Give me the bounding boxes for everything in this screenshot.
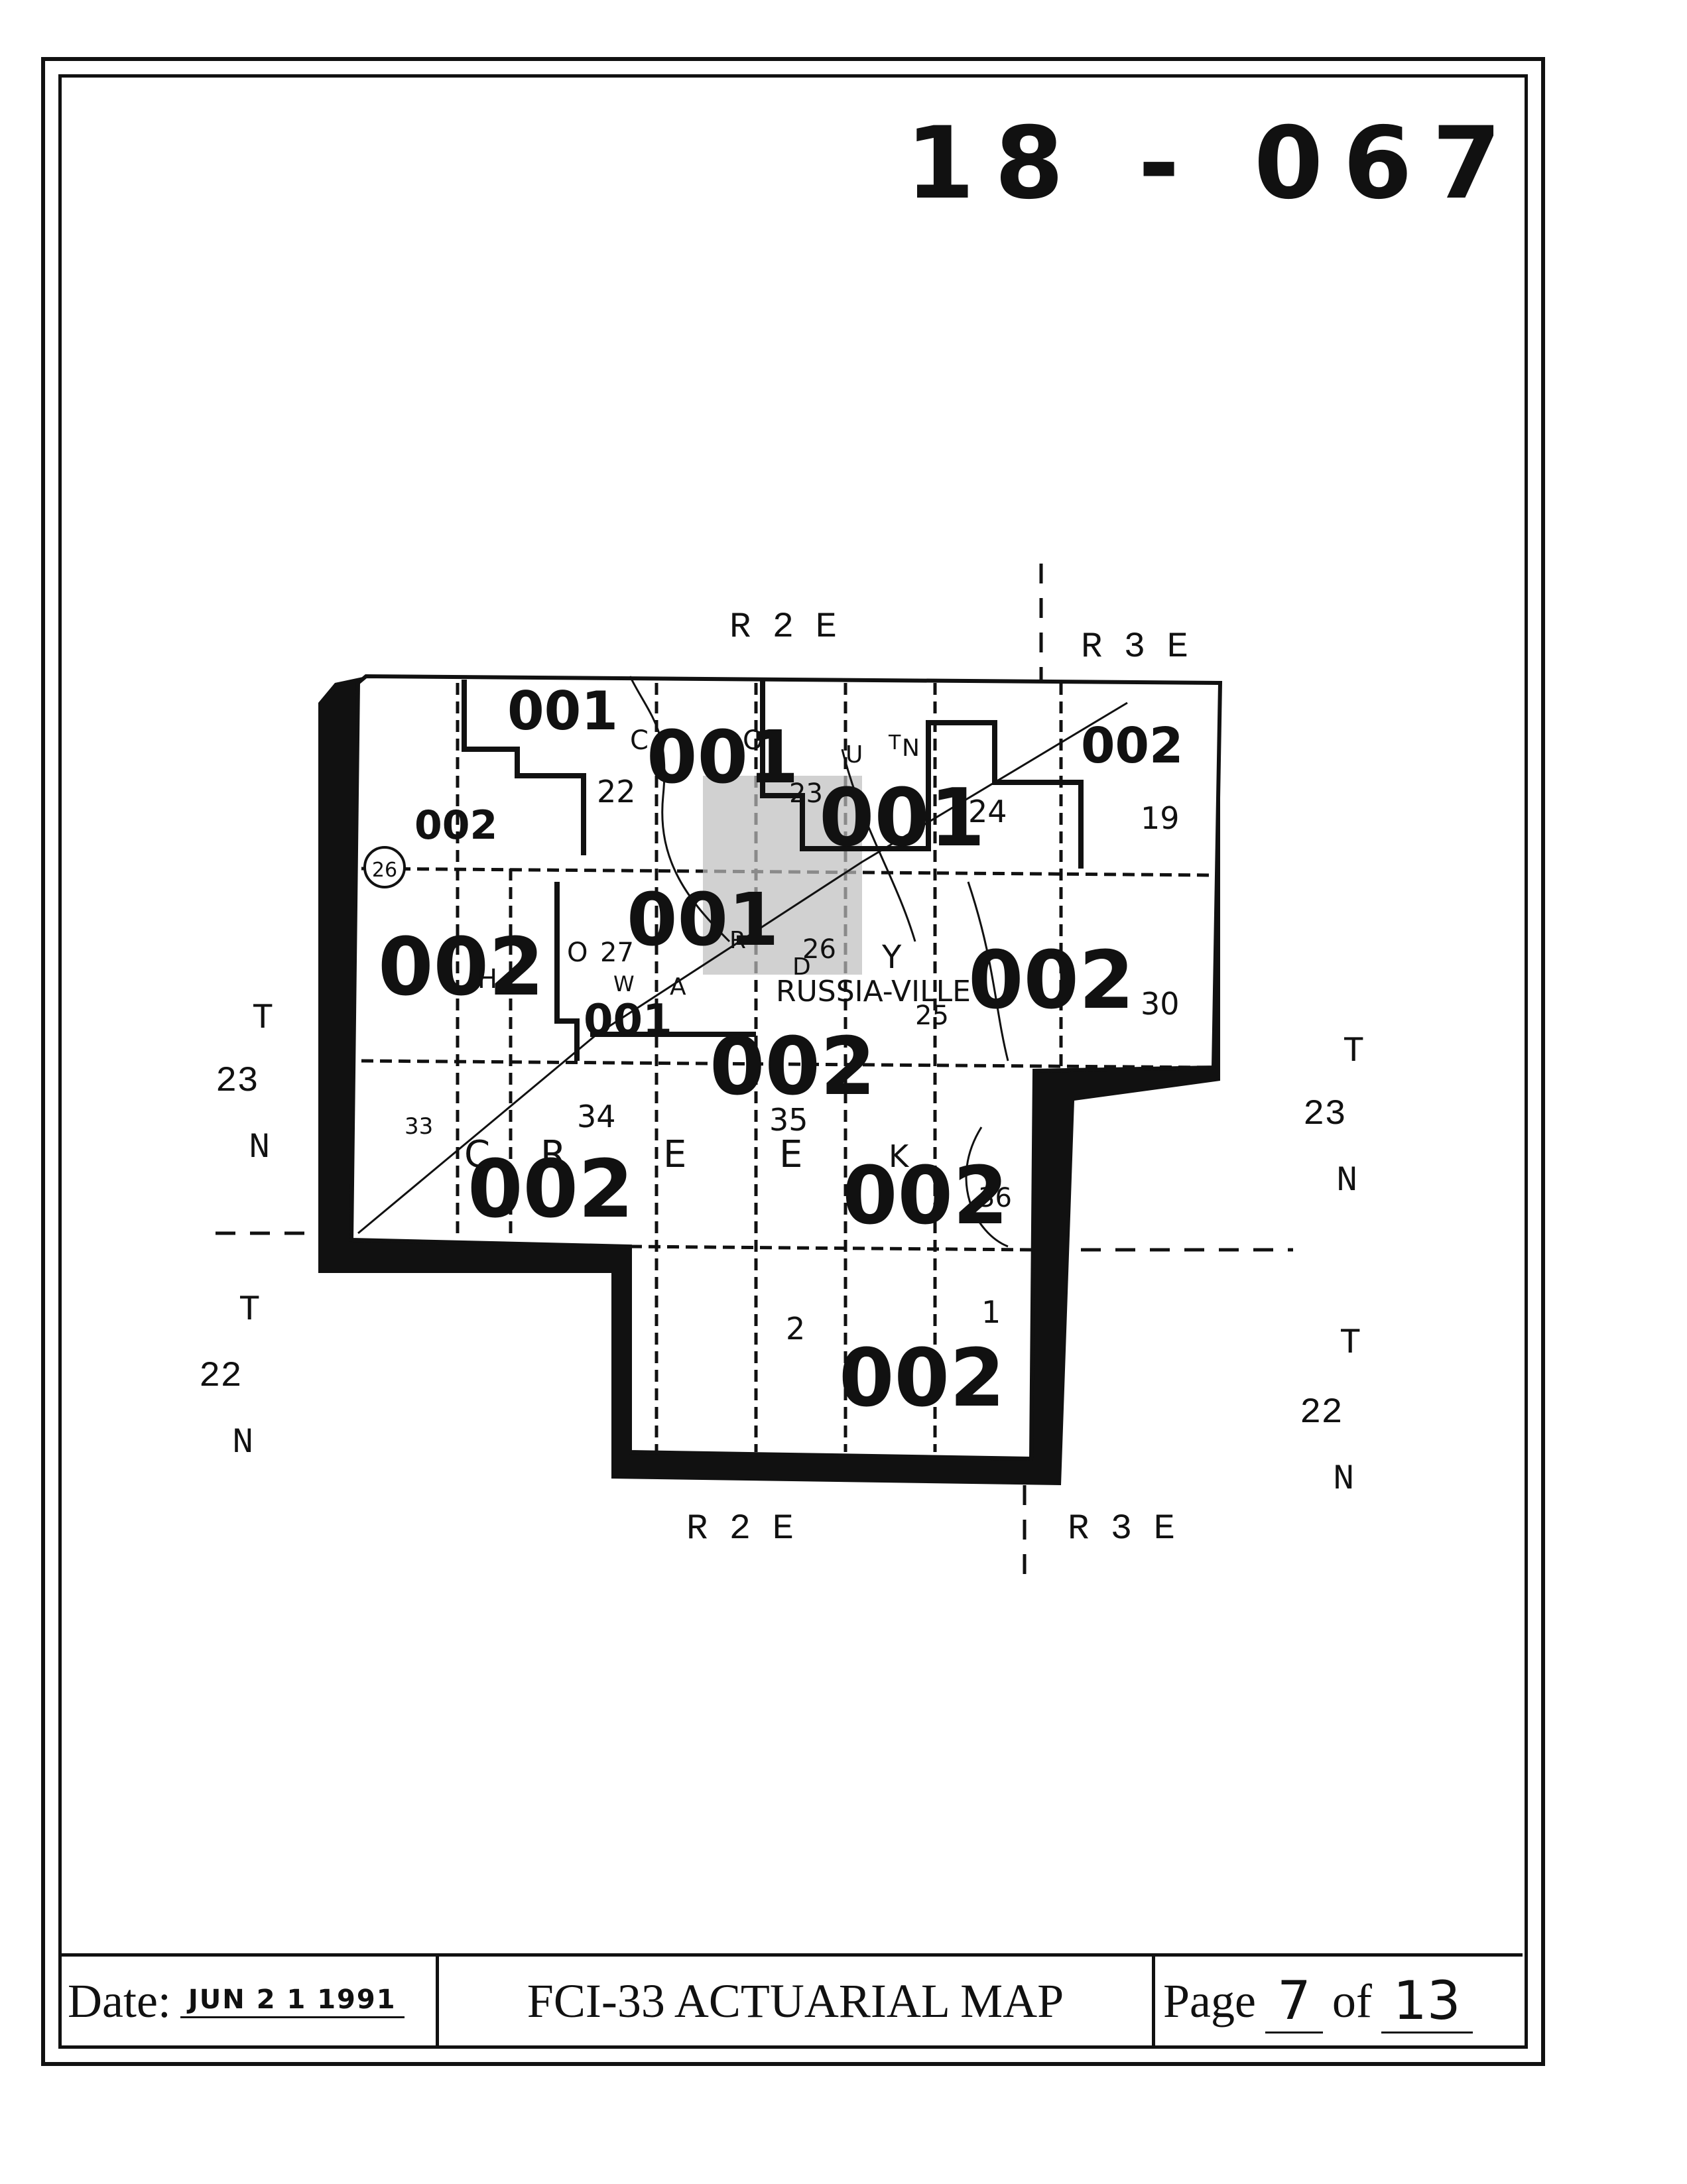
county-letter: E — [663, 1133, 686, 1176]
section-number: 22 — [597, 774, 636, 810]
section-number: 19 — [1141, 800, 1180, 836]
section-number: 24 — [968, 794, 1007, 829]
sheet-id: 18 - 067 — [905, 106, 1521, 221]
township-label: T — [1343, 1032, 1364, 1072]
unit-label-002: 002 — [968, 935, 1135, 1027]
unit-label-002: 002 — [1081, 717, 1183, 774]
section-number: 23 — [789, 778, 823, 809]
range-label-bottom-right: R 3 E — [1068, 1509, 1175, 1549]
county-letter: O — [743, 725, 763, 756]
range-label-bottom-left: R 2 E — [686, 1509, 794, 1549]
unit-label-002: 002 — [378, 922, 544, 1014]
county-letter: H — [477, 964, 497, 995]
division-lines — [216, 564, 1293, 1578]
section-number: 36 — [978, 1183, 1012, 1213]
footer-date: Date: JUN 2 1 1991 — [61, 1957, 439, 2046]
county-letter: D — [792, 953, 811, 981]
date-stamp: JUN 2 1 1991 — [180, 1984, 405, 2018]
township-label: N — [249, 1128, 270, 1168]
township-label: 23 — [1303, 1095, 1346, 1135]
township-label: 23 — [216, 1062, 259, 1102]
section-number: 25 — [915, 1001, 949, 1031]
county-letter: C — [630, 725, 649, 756]
township-label: N — [232, 1423, 253, 1463]
inner-border — [58, 74, 1528, 2049]
footer-page: Page 7 of 13 — [1155, 1957, 1523, 2046]
county-letter: R — [540, 1133, 566, 1176]
route-marker-circle — [363, 846, 406, 888]
section-number: 2 — [786, 1311, 805, 1347]
section-grid — [361, 683, 1214, 1452]
map-title: FCI-33 ACTUARIAL MAP — [527, 1974, 1064, 2028]
county-letter: C — [464, 1133, 490, 1176]
township-label: T — [239, 1290, 260, 1331]
section-number: 30 — [1141, 986, 1180, 1022]
town-name: RUSSIA-VILLE — [776, 975, 971, 1008]
map-body — [349, 674, 1223, 1461]
section-number: 34 — [577, 1099, 616, 1134]
county-letter: R — [729, 927, 746, 954]
township-label: N — [1333, 1459, 1354, 1500]
county-letter: Y — [881, 939, 902, 976]
page-total: 13 — [1381, 1970, 1473, 2033]
township-label: T — [1340, 1323, 1361, 1364]
county-letter: U — [845, 741, 863, 768]
section-number: 33 — [405, 1113, 433, 1140]
section-number: 27 — [600, 938, 634, 968]
unit-label-002: 002 — [468, 1144, 634, 1236]
section-number: 35 — [769, 1102, 808, 1138]
roads — [357, 676, 1128, 1248]
unit-label-002: 002 — [842, 1150, 1009, 1243]
township-label: 22 — [199, 1357, 242, 1397]
unit-label-001: 001 — [819, 772, 985, 865]
county-letter: K — [889, 1138, 910, 1174]
unit-label-002: 002 — [414, 802, 497, 849]
route-marker: 26 — [372, 859, 397, 882]
unit-boundaries — [462, 680, 1084, 1061]
page-label: Page — [1163, 1974, 1256, 2028]
county-letter: E — [779, 1133, 802, 1176]
range-label-top-left: R 2 E — [729, 607, 837, 648]
township-label: T — [252, 999, 273, 1039]
unit-label-001: 001 — [627, 877, 779, 962]
unit-label-002: 002 — [710, 1021, 876, 1113]
date-label: Date: — [68, 1974, 171, 2028]
county-letter: O — [567, 938, 588, 968]
range-label-top-right: R 3 E — [1081, 627, 1188, 668]
page-number: 7 — [1265, 1970, 1323, 2033]
footer-title: FCI-33 ACTUARIAL MAP — [439, 1957, 1155, 2046]
unit-label-001: 001 — [647, 715, 799, 800]
county-letter: A — [670, 973, 686, 1001]
township-label: 22 — [1300, 1393, 1343, 1433]
outer-border — [41, 57, 1545, 2066]
page-of: of — [1332, 1974, 1372, 2028]
county-letter: N — [902, 735, 920, 762]
section-number: 26 — [802, 934, 836, 965]
county-letter: T — [888, 731, 901, 755]
unit-label-001: 001 — [584, 996, 672, 1045]
section-number: 1 — [981, 1294, 1001, 1330]
footer: Date: JUN 2 1 1991 FCI-33 ACTUARIAL MAP … — [61, 1953, 1523, 2046]
unit-label-001: 001 — [507, 680, 618, 742]
unit-label-002: 002 — [839, 1333, 1005, 1425]
township-label: N — [1336, 1161, 1357, 1201]
county-letter: W — [613, 971, 635, 997]
